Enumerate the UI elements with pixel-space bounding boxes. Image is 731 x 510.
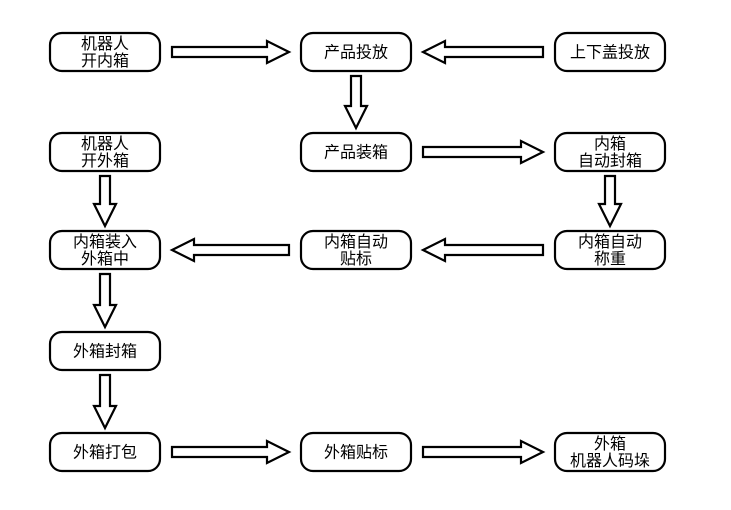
arrow-outer-label-to-outer-palletize bbox=[421, 439, 546, 465]
node-box bbox=[553, 31, 667, 73]
edges-layer bbox=[92, 39, 623, 465]
arrow-robot-open-outer-to-inner-into-outer bbox=[92, 174, 118, 229]
node-outer-seal: 外箱封箱 bbox=[48, 330, 162, 372]
node-outer-label: 外箱贴标 bbox=[299, 431, 413, 473]
node-box bbox=[48, 31, 162, 73]
node-label: 外箱封箱 bbox=[73, 342, 137, 361]
arrow-product-boxing-to-inner-auto-seal bbox=[421, 139, 546, 165]
node-box bbox=[553, 131, 667, 173]
node-label: 产品投放 bbox=[324, 43, 388, 62]
node-box bbox=[299, 229, 413, 271]
node-lid-drop: 上下盖投放 bbox=[553, 31, 667, 73]
node-label: 外箱打包 bbox=[73, 443, 137, 462]
arrow-robot-open-inner-to-product-drop bbox=[170, 39, 292, 65]
node-label: 外箱 bbox=[594, 434, 626, 453]
node-box bbox=[299, 431, 413, 473]
node-label: 贴标 bbox=[340, 249, 372, 268]
arrow-inner-auto-label-to-inner-into-outer bbox=[169, 237, 291, 263]
node-label: 外箱中 bbox=[81, 249, 129, 268]
node-box bbox=[553, 431, 667, 473]
nodes-layer: 机器人开内箱产品投放上下盖投放机器人开外箱产品装箱内箱自动封箱内箱装入外箱中内箱… bbox=[48, 31, 667, 473]
node-label: 产品装箱 bbox=[324, 143, 388, 162]
node-box bbox=[48, 131, 162, 173]
node-product-drop: 产品投放 bbox=[299, 31, 413, 73]
node-box bbox=[48, 330, 162, 372]
node-label: 机器人 bbox=[81, 34, 129, 53]
node-label: 开内箱 bbox=[81, 51, 129, 70]
node-box bbox=[48, 431, 162, 473]
arrow-lid-drop-to-product-drop bbox=[420, 39, 545, 65]
node-label: 内箱自动 bbox=[324, 232, 388, 251]
node-label: 外箱贴标 bbox=[324, 443, 388, 462]
node-label: 内箱自动 bbox=[578, 232, 642, 251]
arrow-inner-auto-weigh-to-inner-auto-label bbox=[420, 237, 545, 263]
node-label: 内箱装入 bbox=[73, 232, 137, 251]
node-label: 机器人 bbox=[81, 134, 129, 153]
arrow-outer-strap-to-outer-label bbox=[170, 439, 292, 465]
arrow-inner-auto-seal-to-inner-auto-weigh bbox=[597, 174, 623, 229]
node-box bbox=[299, 131, 413, 173]
node-box bbox=[48, 229, 162, 271]
node-outer-strap: 外箱打包 bbox=[48, 431, 162, 473]
node-box bbox=[299, 31, 413, 73]
arrow-outer-seal-to-outer-strap bbox=[92, 373, 118, 431]
node-product-boxing: 产品装箱 bbox=[299, 131, 413, 173]
node-label: 上下盖投放 bbox=[570, 43, 650, 62]
node-label: 开外箱 bbox=[81, 151, 129, 170]
node-label: 自动封箱 bbox=[578, 151, 642, 170]
node-label: 机器人码垛 bbox=[570, 451, 650, 470]
arrow-inner-into-outer-to-outer-seal bbox=[92, 272, 118, 330]
node-box bbox=[553, 229, 667, 271]
node-label: 称重 bbox=[594, 249, 626, 268]
arrow-product-drop-to-product-boxing bbox=[343, 74, 369, 131]
node-label: 内箱 bbox=[594, 134, 626, 153]
